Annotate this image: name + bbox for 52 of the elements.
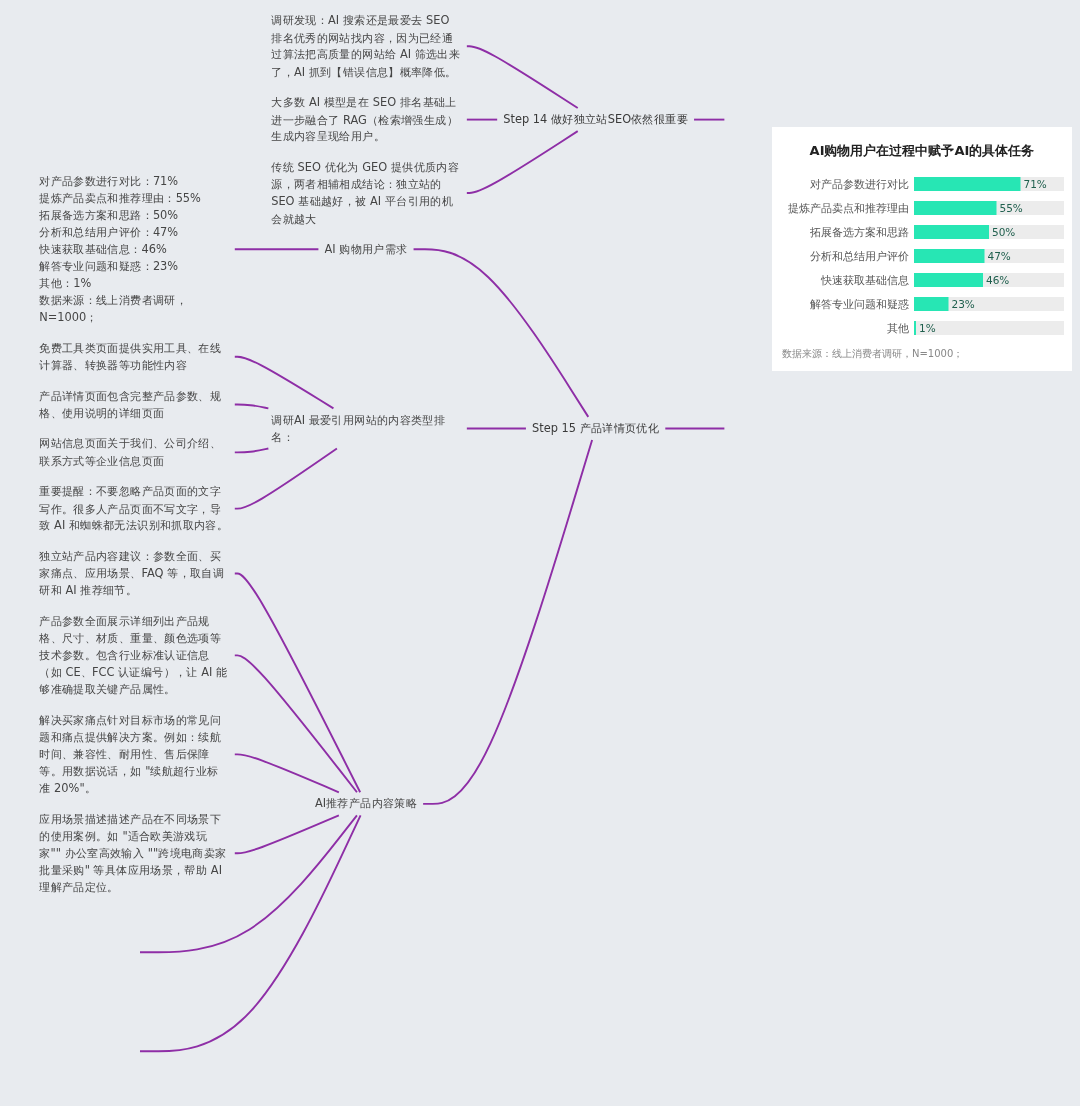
node-text: 重要提醒：不要忽略产品页面的文字写作。很多人产品页面不写文字，导致 AI 和蜘蛛都无法识别和抓取内容。 [39,484,229,533]
connector [466,118,499,121]
value-label: 46% [986,274,1010,287]
connector [139,814,362,1053]
node-text: 调研AI 最爱引用网站的内容类型排名： [271,412,446,444]
connector [466,130,579,194]
node-text: 产品参数全面展示详细列出产品规格、尺寸、材质、重量、颜色选项等技术参数。包含行业标准认证信息（如 CE、FCC 认证编号），让 AI 能够准确提取关键产品属性。 [39,614,228,697]
connector [234,572,362,794]
connector [234,814,340,855]
connector [234,248,320,251]
node-text: Step 15 产品详情页优化 [532,421,660,436]
connector [234,753,340,794]
node-text: 调研发现：AI 搜索还是最爱去 SEO 排名优秀的网站找内容，因为已经通过算法把高质量的网站给 AI 筛选出来了，AI 抓到【错误信息】概率降低。 [271,13,461,79]
node-text: Step 14 做好独立站SEO依然很重要 [503,112,689,127]
value-label: 55% [999,202,1023,215]
category-label: 对产品参数进行对比 [810,178,909,192]
connector [234,447,270,454]
node-text: AI 购物用户需求 [324,242,408,256]
value-label: 50% [992,226,1016,239]
connector [466,45,579,109]
category-label: 拓展备选方案和思路 [810,226,909,240]
connector [234,355,335,410]
connector [412,248,590,418]
node-text: 大多数 AI 模型是在 SEO 排名基础上进一步融合了 RAG（检索增强生成）生成内容呈现给用户。 [271,95,459,144]
node-text: 传统 SEO 优化为 GEO 提供优质内容源，两者相辅相成结论：独立站的 SEO 基础越好，被 AI 平台引用的机会就越大 [271,160,460,226]
value-label: 47% [987,250,1011,263]
connector [693,118,726,121]
node-text: 独立站产品内容建议：参数全面、买家痛点、应用场景、FAQ 等，取自调研和 AI 推荐细节。 [39,549,225,598]
value-label: 1% [919,322,936,335]
category-label: 其他 [887,322,909,336]
node-text: 应用场景描述描述产品在不同场景下的使用案例。如 "适合欧美游戏玩家"" 办公室高效输入 ""跨境电商卖家批量采购" 等具体应用场景，帮助 AI 理解产品定位。 [39,812,227,895]
chart-title: AI购物用户在过程中赋予AI的具体任务 [809,143,1035,159]
connector [234,654,359,794]
node-text: 产品详情页面包含完整产品参数、规格、使用说明的详细页面 [39,389,222,420]
category-label: 快速获取基础信息 [821,274,909,288]
connector [466,427,528,430]
category-label: 分析和总结用户评价 [810,250,909,264]
node-text: 免费工具类页面提供实用工具、在线计算器、转换器等功能性内容 [39,341,222,372]
connector [664,427,726,430]
node-text: 网站信息页面关于我们、公司介绍、联系方式等企业信息页面 [39,436,222,468]
category-label: 提炼产品卖点和推荐理由 [788,202,909,216]
value-label: 71% [1023,178,1047,191]
node-text: 对产品参数进行对比：71% 提炼产品卖点和推荐理由：55% 拓展备选方案和思路：50% 分析和总结用户评价：47% 快速获取基础信息：46% 解答专业问题和疑惑：23% 其他：1% 数据来源：线上消费者调研，N=1000； [39,174,202,325]
connector [139,814,359,954]
node-text: AI推荐产品内容策略 [315,796,418,811]
connector [234,447,339,510]
source-note: 数据来源：线上消费者调研，N=1000； [782,348,964,360]
value-label: 23% [951,298,975,311]
connector [234,403,270,410]
connector [422,439,594,805]
node-text: 解决买家痛点针对目标市场的常见问题和痛点提供解决方案。例如：续航时间、兼容性、耐用性、售后保障等。用数据说话，如 "续航超行业标准 20%"。 [39,713,222,796]
category-label: 解答专业问题和疑惑 [810,298,909,312]
